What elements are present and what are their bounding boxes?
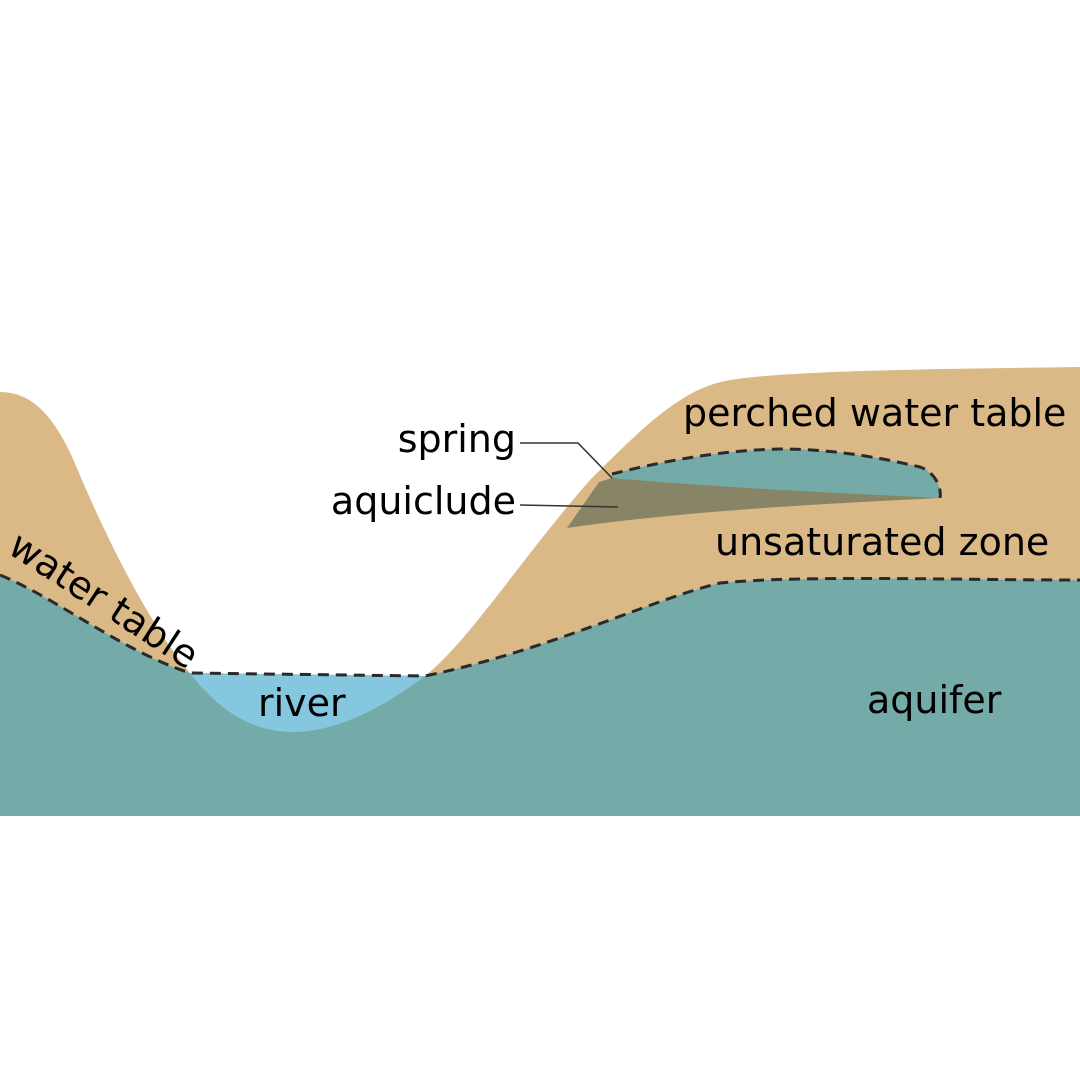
perched-water-table-label: perched water table — [683, 391, 1066, 435]
aquifer-zone — [0, 575, 1080, 816]
unsaturated-zone-label: unsaturated zone — [715, 520, 1049, 564]
water-table-line — [0, 573, 1080, 678]
river-label: river — [258, 681, 346, 725]
aquiclude-leader-line — [519, 504, 619, 508]
aquiclude-label: aquiclude — [331, 479, 516, 523]
perched-water-table-line — [611, 447, 942, 499]
aquiclude-layer — [567, 478, 940, 528]
aquifer-label: aquifer — [867, 678, 1002, 722]
spring-leader-line — [520, 442, 613, 479]
river-water — [190, 673, 425, 732]
spring-label: spring — [398, 417, 516, 461]
